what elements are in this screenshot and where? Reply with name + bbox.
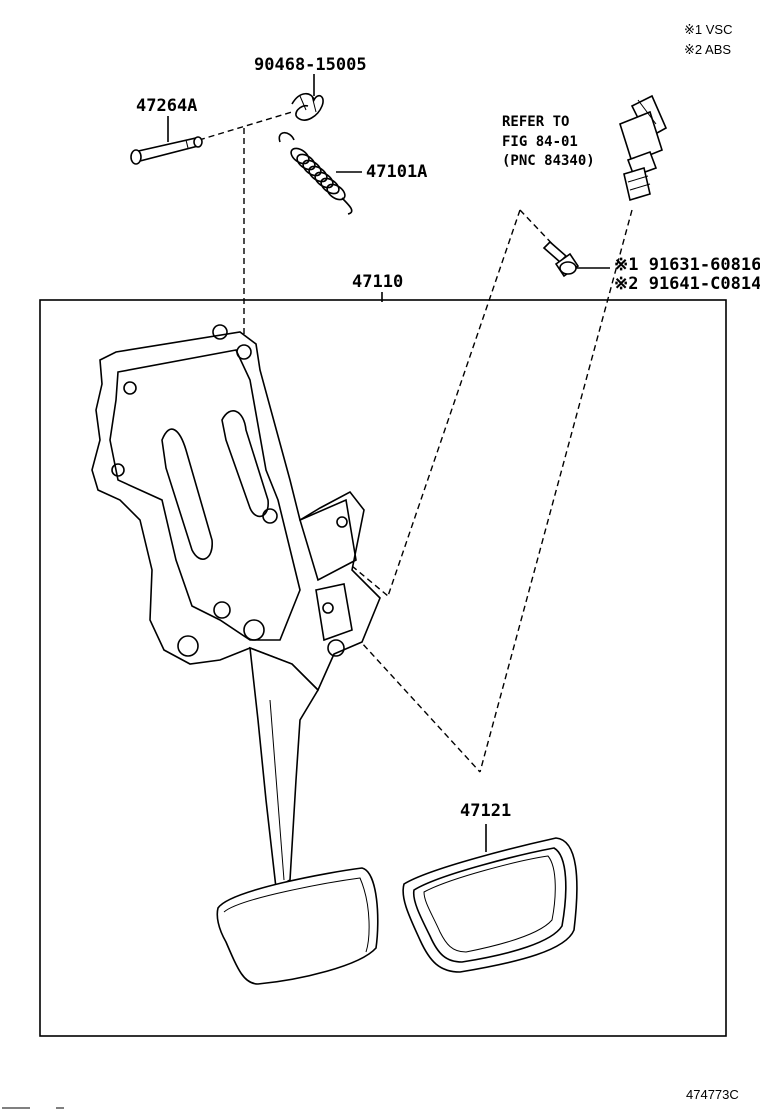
label-clip[interactable]: 90468-15005 (254, 55, 367, 75)
bolt-part[interactable] (542, 240, 580, 278)
label-pad[interactable]: 47121 (460, 801, 511, 821)
refer-line-3[interactable]: (PNC 84340) (502, 153, 595, 169)
note-vsc: ※1 VSC (684, 22, 732, 37)
pedal-bracket-assembly[interactable] (91, 324, 381, 985)
refer-line-1[interactable]: REFER TO (502, 114, 569, 130)
assembly-box (39, 299, 727, 1037)
diagram-code: 474773C (686, 1087, 739, 1102)
note-abs: ※2 ABS (684, 42, 731, 57)
stop-lamp-switch[interactable] (619, 94, 668, 202)
pedal-pad-part[interactable] (402, 837, 578, 973)
leader-lines (167, 74, 610, 852)
refer-line-2[interactable]: FIG 84-01 (502, 134, 578, 150)
spring-part[interactable] (278, 131, 353, 215)
pin-part[interactable] (130, 136, 203, 165)
label-pedal-assy[interactable]: 47110 (352, 272, 403, 292)
label-pin[interactable]: 47264A (136, 96, 197, 116)
clip-part[interactable] (291, 92, 324, 121)
label-spring[interactable]: 47101A (366, 162, 427, 182)
label-bolt-vsc[interactable]: ※1 91631-60816 (614, 255, 760, 275)
label-bolt-abs[interactable]: ※2 91641-C0814 (614, 274, 760, 294)
